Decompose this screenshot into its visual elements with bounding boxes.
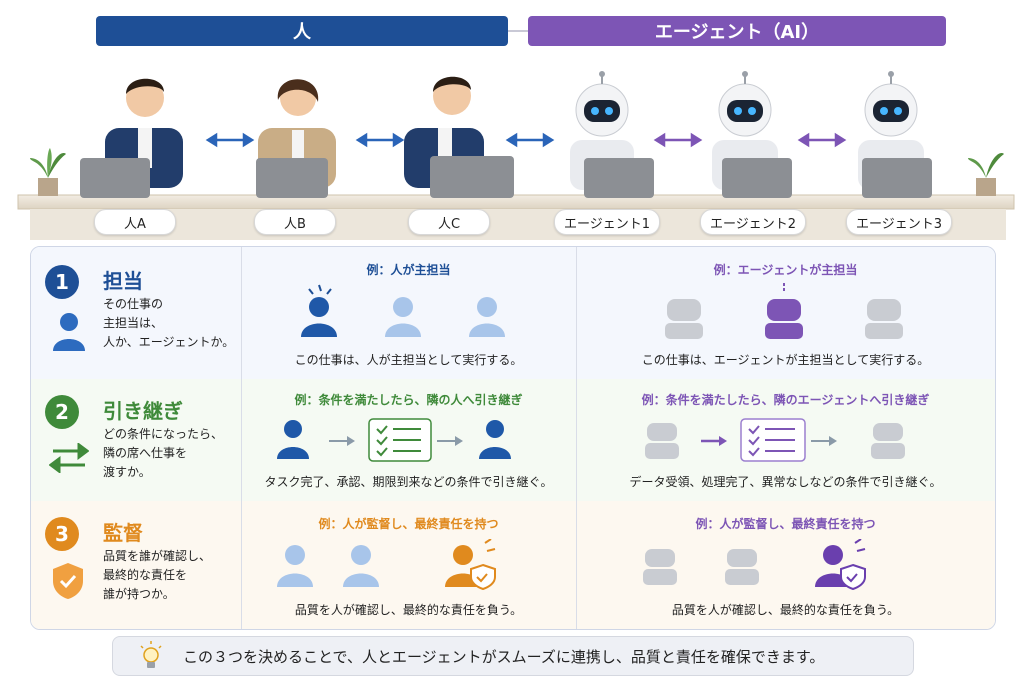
swap-arrows-icon [49, 443, 89, 473]
name-label-person-a: 人A [94, 209, 176, 235]
agent-example-label: 例：エージェントが主担当 [713, 263, 858, 277]
agent-header: エージェント（AI） [528, 16, 946, 46]
human-caption: タスク完了、承認、期限到来などの条件で引き継ぐ。 [264, 475, 553, 489]
human-handoff-flow-icon [277, 418, 511, 462]
agent-supervision-icon [643, 539, 866, 591]
plant-left-icon [30, 148, 66, 196]
human-caption: この仕事は、人が主担当として実行する。 [294, 353, 523, 367]
human-example-label: 例：条件を満たしたら、隣の人へ引き継ぎ [294, 393, 523, 407]
agent-3-robot-icon [858, 71, 932, 198]
agent-handoff-flow-icon [645, 418, 905, 462]
row-number-badge: 2 [45, 395, 79, 429]
person-icon [53, 313, 85, 351]
name-label-agent-2: エージェント2 [700, 209, 806, 235]
agent-owner-robots-icon [665, 283, 903, 339]
human-supervision-people-icon [277, 539, 496, 591]
agent-caption: この仕事は、エージェントが主担当として実行する。 [641, 353, 930, 367]
person-a-icon [80, 78, 183, 198]
agent-caption: 品質を人が確認し、最終的な責任を負う。 [671, 603, 900, 617]
agent-example-label: 例：条件を満たしたら、隣のエージェントへ引き継ぎ [641, 393, 930, 407]
name-label-person-b: 人B [254, 209, 336, 235]
agent-caption: データ受領、処理完了、異常なしなどの条件で引き継ぐ。 [629, 475, 942, 489]
human-caption: 品質を人が確認し、最終的な責任を負う。 [294, 603, 523, 617]
rules-panel: 1 担当 その仕事の 主担当は、 人か、エージェントか。 例：人が主担当 この仕… [30, 246, 996, 630]
row-number-badge: 3 [45, 517, 79, 551]
plant-right-icon [968, 153, 1004, 196]
row-description: 品質を誰が確認し、 最終的な責任を 誰が持つか。 [103, 549, 212, 601]
column-divider [241, 247, 242, 629]
human-handoff-arrows-icon [205, 132, 555, 148]
row-number-badge: 1 [45, 265, 79, 299]
summary-banner: この３つを決めることで、人とエージェントがスムーズに連携し、品質と責任を確保でき… [112, 636, 914, 676]
name-label-agent-1: エージェント1 [554, 209, 660, 235]
office-scene-illustration [17, 71, 1015, 240]
agent-example-label: 例：人が監督し、最終責任を持つ [695, 517, 876, 531]
agent-2-robot-icon [712, 71, 792, 198]
human-owner-people-icon [301, 284, 505, 337]
column-divider [576, 247, 577, 629]
name-label-agent-3: エージェント3 [846, 209, 952, 235]
human-header: 人 [96, 16, 508, 46]
human-example-label: 例：人が監督し、最終責任を持つ [318, 517, 499, 531]
lightbulb-icon [140, 641, 162, 668]
agent-1-robot-icon [570, 71, 654, 198]
row-title: 引き継ぎ [103, 399, 183, 423]
person-c-icon [404, 76, 514, 198]
summary-text: この３つを決めることで、人とエージェントがスムーズに連携し、品質と責任を確保でき… [183, 648, 825, 666]
person-b-icon [256, 79, 336, 198]
row-description: その仕事の 主担当は、 人か、エージェントか。 [103, 297, 235, 349]
human-example-label: 例：人が主担当 [366, 263, 451, 277]
row-assignment [31, 247, 995, 380]
row-title: 担当 [103, 269, 143, 293]
name-label-person-c: 人C [408, 209, 490, 235]
row-title: 監督 [103, 521, 143, 545]
agent-handoff-arrows-icon [653, 132, 847, 148]
header-divider [508, 30, 528, 32]
row-description: どの条件になったら、 隣の席へ仕事を 渡すか。 [103, 427, 224, 479]
shield-check-icon [53, 563, 83, 599]
row-supervision [31, 501, 995, 629]
